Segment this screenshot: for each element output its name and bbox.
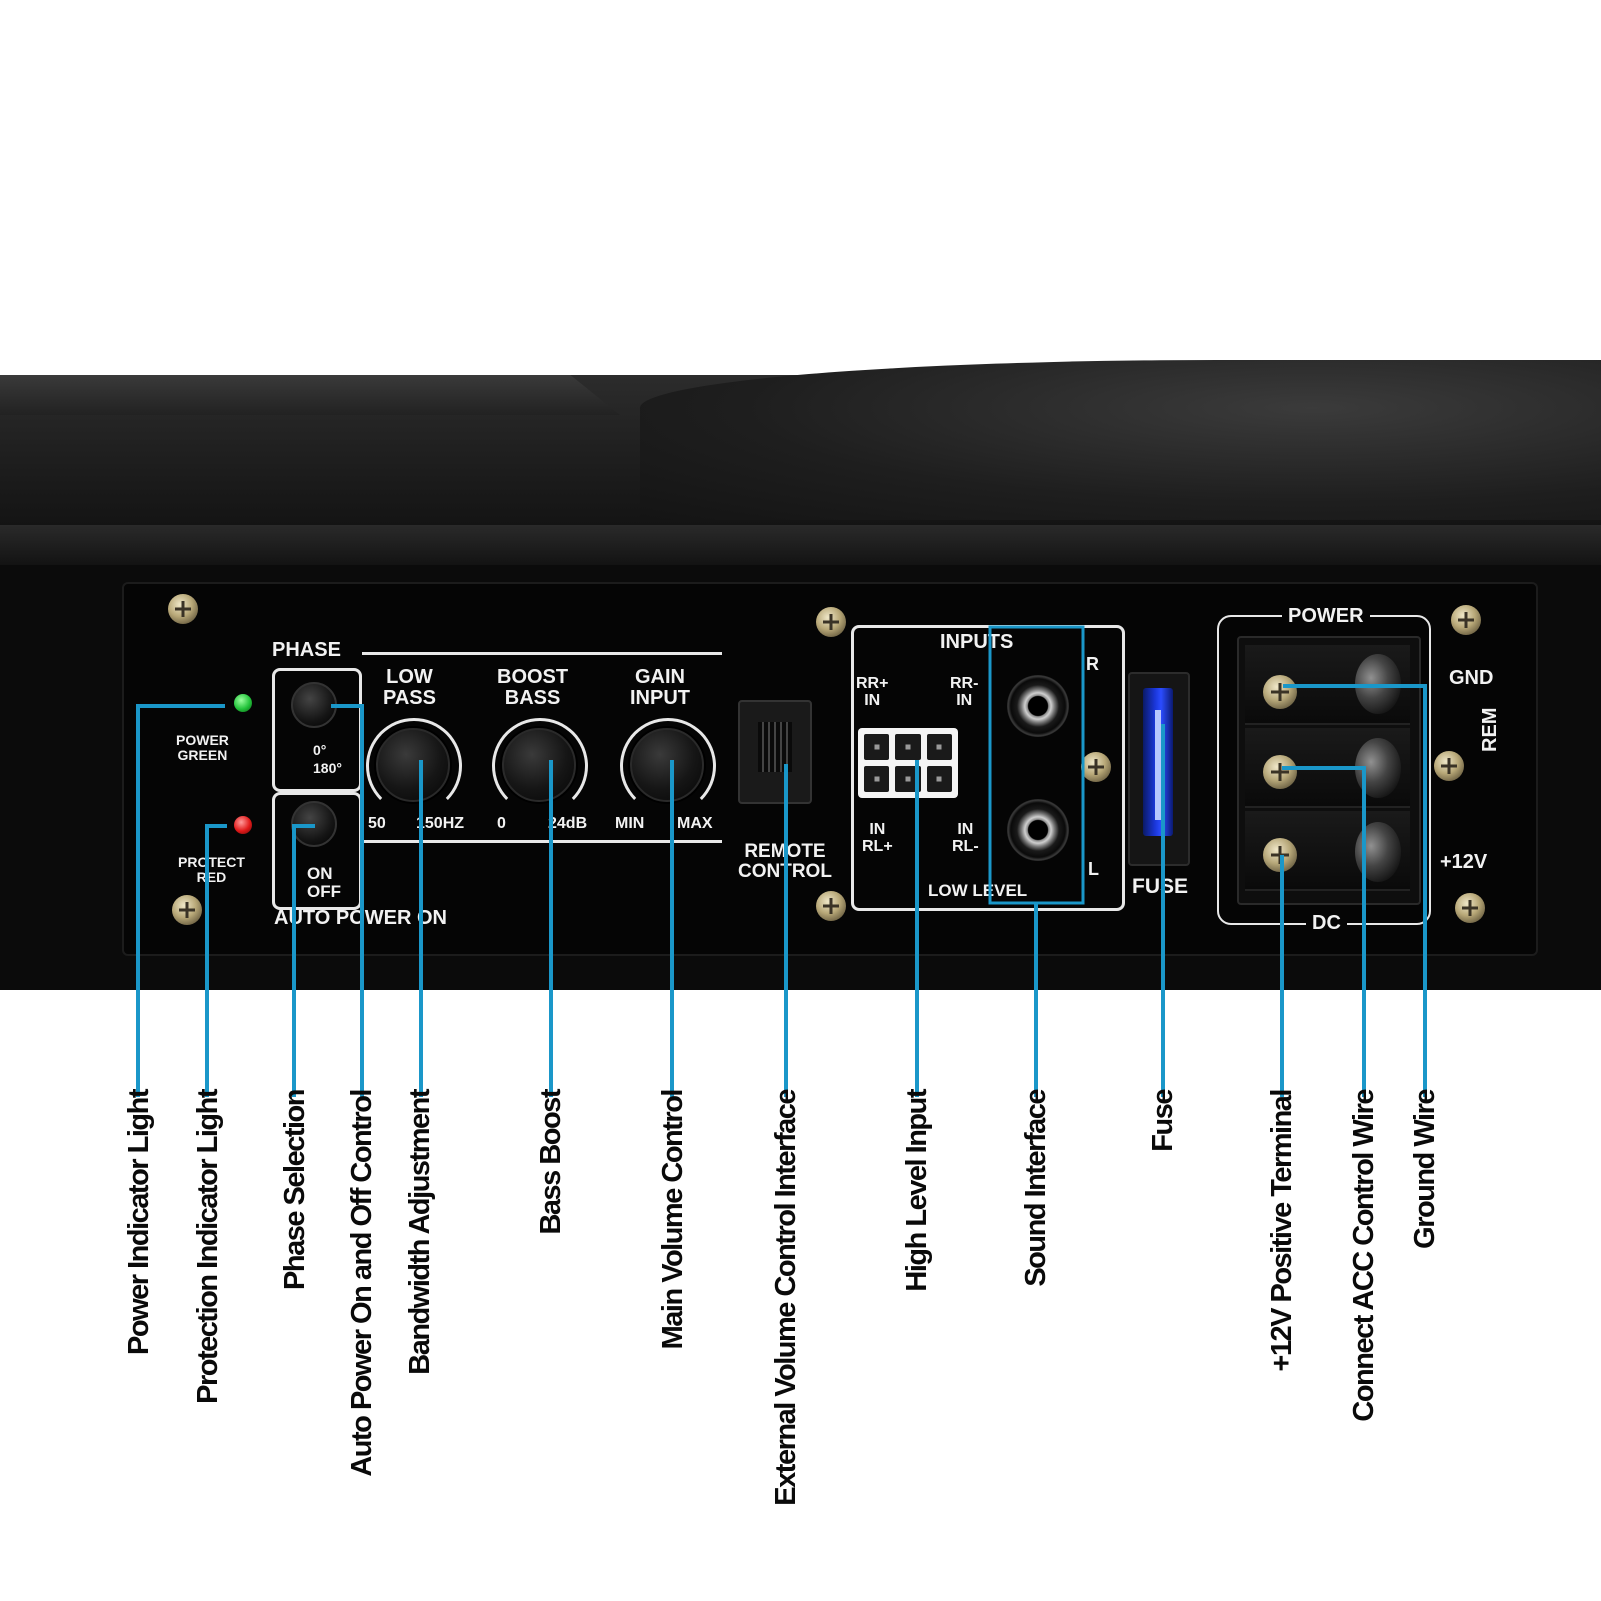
pin-icon — [926, 766, 952, 792]
phase-180-label: 180° — [313, 760, 342, 776]
terminal-screw-icon — [1263, 838, 1297, 872]
plus12v-label: +12V — [1440, 851, 1488, 873]
label-bass-boost: Bass Boost — [535, 1090, 567, 1235]
divider — [362, 840, 722, 843]
low-pass-knob[interactable] — [376, 728, 450, 802]
rca-left-jack[interactable] — [1007, 799, 1069, 861]
screw-icon — [816, 891, 846, 921]
gain-input-scale — [620, 718, 716, 814]
inputs-title: INPUTS — [940, 631, 1014, 653]
screw-icon — [1455, 893, 1485, 923]
fuse-element — [1155, 710, 1161, 820]
label-protection-indicator: Protection Indicator Light — [192, 1090, 224, 1404]
rr-plus-in-label: RR+IN — [856, 675, 889, 709]
power-title: POWER — [1282, 606, 1370, 627]
boost-bass-knob[interactable] — [502, 728, 576, 802]
dc-label: DC — [1306, 913, 1347, 934]
chassis-heatsink — [640, 360, 1601, 520]
pin-icon — [864, 734, 890, 760]
terminal-screw-icon — [1263, 675, 1297, 709]
terminal-screw-icon — [1263, 755, 1297, 789]
inputs-box — [851, 625, 1125, 911]
auto-power-title: AUTO POWER ON — [274, 907, 447, 929]
remote-control-jack[interactable] — [738, 700, 812, 804]
label-power-indicator: Power Indicator Light — [123, 1090, 155, 1355]
rca-l-label: L — [1088, 859, 1099, 879]
rem-label: REM — [1479, 707, 1501, 752]
low-pass-scale — [366, 718, 462, 814]
label-12v-terminal: +12V Positive Terminal — [1266, 1090, 1298, 1372]
screw-icon — [172, 895, 202, 925]
divider — [362, 652, 722, 655]
terminal-cap-icon — [1355, 822, 1401, 882]
pin-icon — [895, 734, 921, 760]
label-external-volume: External Volume Control Interface — [770, 1090, 802, 1506]
screw-icon — [1434, 751, 1464, 781]
label-auto-power: Auto Power On and Off Control — [346, 1090, 378, 1477]
terminal-cap-icon — [1355, 738, 1401, 798]
boost-bass-min: 0 — [497, 815, 506, 832]
rca-r-label: R — [1086, 654, 1099, 674]
label-bandwidth: Bandwidth Adjustment — [404, 1090, 436, 1375]
screw-icon — [1451, 605, 1481, 635]
fuse-label: FUSE — [1132, 875, 1189, 898]
gain-input-knob[interactable] — [630, 728, 704, 802]
pin-icon — [895, 766, 921, 792]
label-phase-selection: Phase Selection — [279, 1090, 311, 1290]
label-sound-interface: Sound Interface — [1020, 1090, 1052, 1287]
screw-icon — [168, 594, 198, 624]
auto-power-on-label: ON — [307, 864, 333, 883]
phase-title: PHASE — [272, 639, 341, 661]
label-main-volume: Main Volume Control — [657, 1090, 689, 1350]
low-pass-min: 50 — [368, 815, 386, 832]
gain-input-max: MAX — [677, 815, 713, 832]
auto-power-switch[interactable] — [291, 801, 337, 847]
protect-led-icon — [234, 816, 252, 834]
gnd-label: GND — [1449, 667, 1494, 689]
label-ground-wire: Ground Wire — [1409, 1090, 1441, 1249]
phase-switch[interactable] — [291, 682, 337, 728]
screw-icon — [816, 607, 846, 637]
pin-icon — [864, 766, 890, 792]
label-acc-wire: Connect ACC Control Wire — [1348, 1090, 1380, 1422]
auto-power-off-label: OFF — [307, 882, 341, 901]
low-level-label: LOW LEVEL — [928, 881, 1028, 900]
pin-icon — [926, 734, 952, 760]
low-pass-max: 150HZ — [416, 815, 465, 832]
rca-right-jack[interactable] — [1007, 675, 1069, 737]
chassis-edge — [0, 525, 1601, 570]
terminal-cap-icon — [1355, 654, 1401, 714]
boost-bass-max: 24dB — [548, 815, 588, 832]
label-fuse: Fuse — [1147, 1090, 1179, 1152]
phase-0-label: 0° — [313, 742, 327, 758]
rr-minus-in-label: RR-IN — [950, 675, 979, 709]
chassis-ridge — [0, 375, 620, 415]
screw-icon — [1081, 752, 1111, 782]
power-led-icon — [234, 694, 252, 712]
label-high-level: High Level Input — [901, 1090, 933, 1292]
high-level-connector[interactable] — [858, 728, 958, 798]
gain-input-min: MIN — [615, 815, 645, 832]
boost-bass-scale — [492, 718, 588, 814]
